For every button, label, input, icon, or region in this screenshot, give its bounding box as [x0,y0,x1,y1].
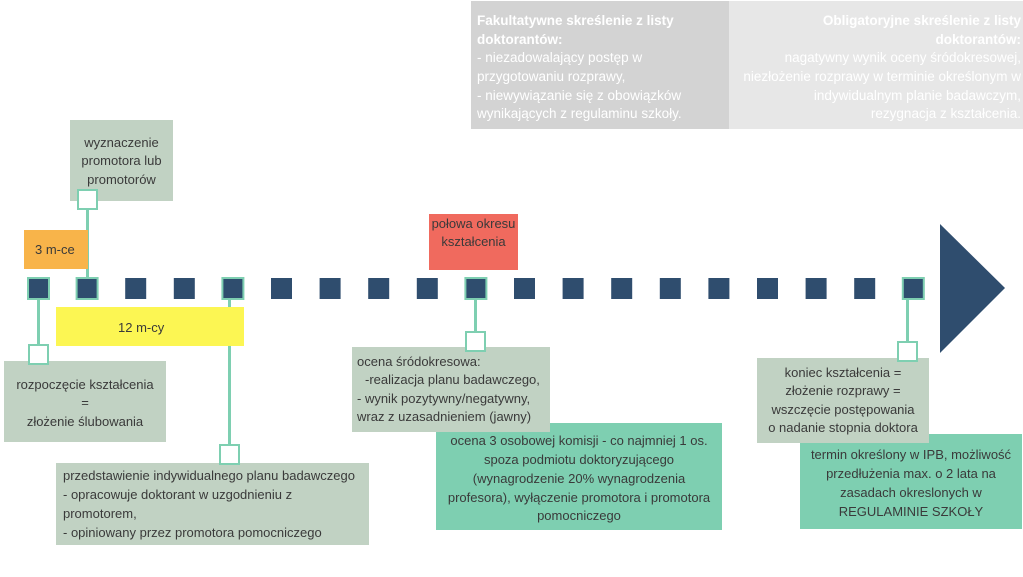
deadline-label: termin określony w IPB, możliwość przedł… [810,447,1012,519]
timeline-marker [757,278,778,299]
promotor-box: wyznaczenie promotora lub promotorów [70,120,173,201]
twelve-months-label: 12 m-cy [118,320,165,335]
start-line-1: rozpoczęcie kształcenia [16,377,154,392]
facultative-title: Fakultatywne skreślenie z listy doktoran… [477,13,674,47]
connector-start [37,300,40,345]
midterm-line-1: ocena śródokresowa: [357,354,481,369]
obligatory-removal-box: Obligatoryjne skreślenie z listy doktora… [729,1,1023,129]
timeline-marker [805,278,827,299]
timeline-marker [75,277,99,300]
timeline-marker [271,278,292,299]
end-line-2: złożenie rozprawy = [785,383,901,399]
connector-node-end [897,341,918,362]
end-line-4: o nadanie stopnia doktora [768,420,918,436]
twelve-months-box: 12 m-cy [56,307,244,346]
promotor-label: wyznaczenie promotora lub promotorów [81,135,162,187]
end-line-1: koniec kształcenia = [784,365,902,380]
timeline-marker [125,278,147,299]
timeline-marker [319,278,341,299]
start-line-3: złożenie ślubowania [26,413,144,429]
connector-end [906,300,909,343]
timeline-marker [27,277,50,300]
timeline-marker [708,278,730,299]
connector-node-midterm [465,331,486,352]
timeline-marker [611,278,633,299]
timeline-arrow-icon [940,224,1005,353]
timeline-marker [854,278,876,299]
commission-label: ocena 3 osobowej komisji - co najmniej 1… [447,433,711,524]
commission-box: ocena 3 osobowej komisji - co najmniej 1… [436,423,722,530]
obligatory-title: Obligatoryjne skreślenie z listy doktora… [822,13,1021,47]
plan-line-2: - opracowuje doktorant w uzgodnieniu z p… [63,486,293,521]
midterm-box: ocena śródokresowa: -realizacja planu ba… [352,347,550,432]
midterm-line-2: -realizacja planu badawczego, [365,372,540,388]
plan-line-3: - opiniowany przez promotora pomocniczeg… [63,524,322,540]
half-period-label: połowa okresu kształcenia [431,216,516,250]
connector-node-plan [219,444,240,465]
connector-node-promotor [77,189,98,210]
plan-box: przedstawienie indywidualnego planu bada… [56,463,369,545]
timeline-marker [368,278,390,299]
obligatory-line-3: rezygnacja z kształcenia. [870,106,1021,122]
half-period-box: połowa okresu kształcenia [429,214,518,270]
timeline-marker [901,277,925,300]
obligatory-line-1: nagatywny wynik oceny śródokresowej, [784,50,1021,66]
start-line-2: = [81,395,89,411]
timeline-marker [416,278,438,299]
facultative-line-2: - niewywiązanie się z obowiązków wynikaj… [477,87,682,122]
timeline-marker [173,278,195,299]
facultative-line-1: - niezadowalający postęp w przygotowaniu… [477,50,643,84]
connector-plan [228,300,231,446]
connector-midterm [474,300,477,333]
start-box: rozpoczęcie kształcenia = złożenie ślubo… [4,361,166,442]
midterm-line-3: - wynik pozytywny/negatywny, wraz z uzas… [357,390,532,425]
plan-line-1: przedstawienie indywidualnego planu bada… [63,468,355,483]
end-line-3: wszczęcie postępowania [771,401,915,417]
facultative-removal-box: Fakultatywne skreślenie z listy doktoran… [471,1,729,129]
timeline-marker [514,278,535,299]
deadline-box: termin określony w IPB, możliwość przedł… [800,434,1022,529]
timeline-marker [464,277,488,300]
connector-node-start [28,344,49,365]
obligatory-line-2: niezłożenie rozprawy w terminie określon… [743,68,1021,103]
three-months-label: 3 m-ce [35,242,75,257]
timeline-marker [221,277,245,300]
three-months-box: 3 m-ce [24,230,88,269]
timeline-marker [562,278,584,299]
timeline-marker [659,278,681,299]
end-box: koniec kształcenia = złożenie rozprawy =… [757,358,929,443]
